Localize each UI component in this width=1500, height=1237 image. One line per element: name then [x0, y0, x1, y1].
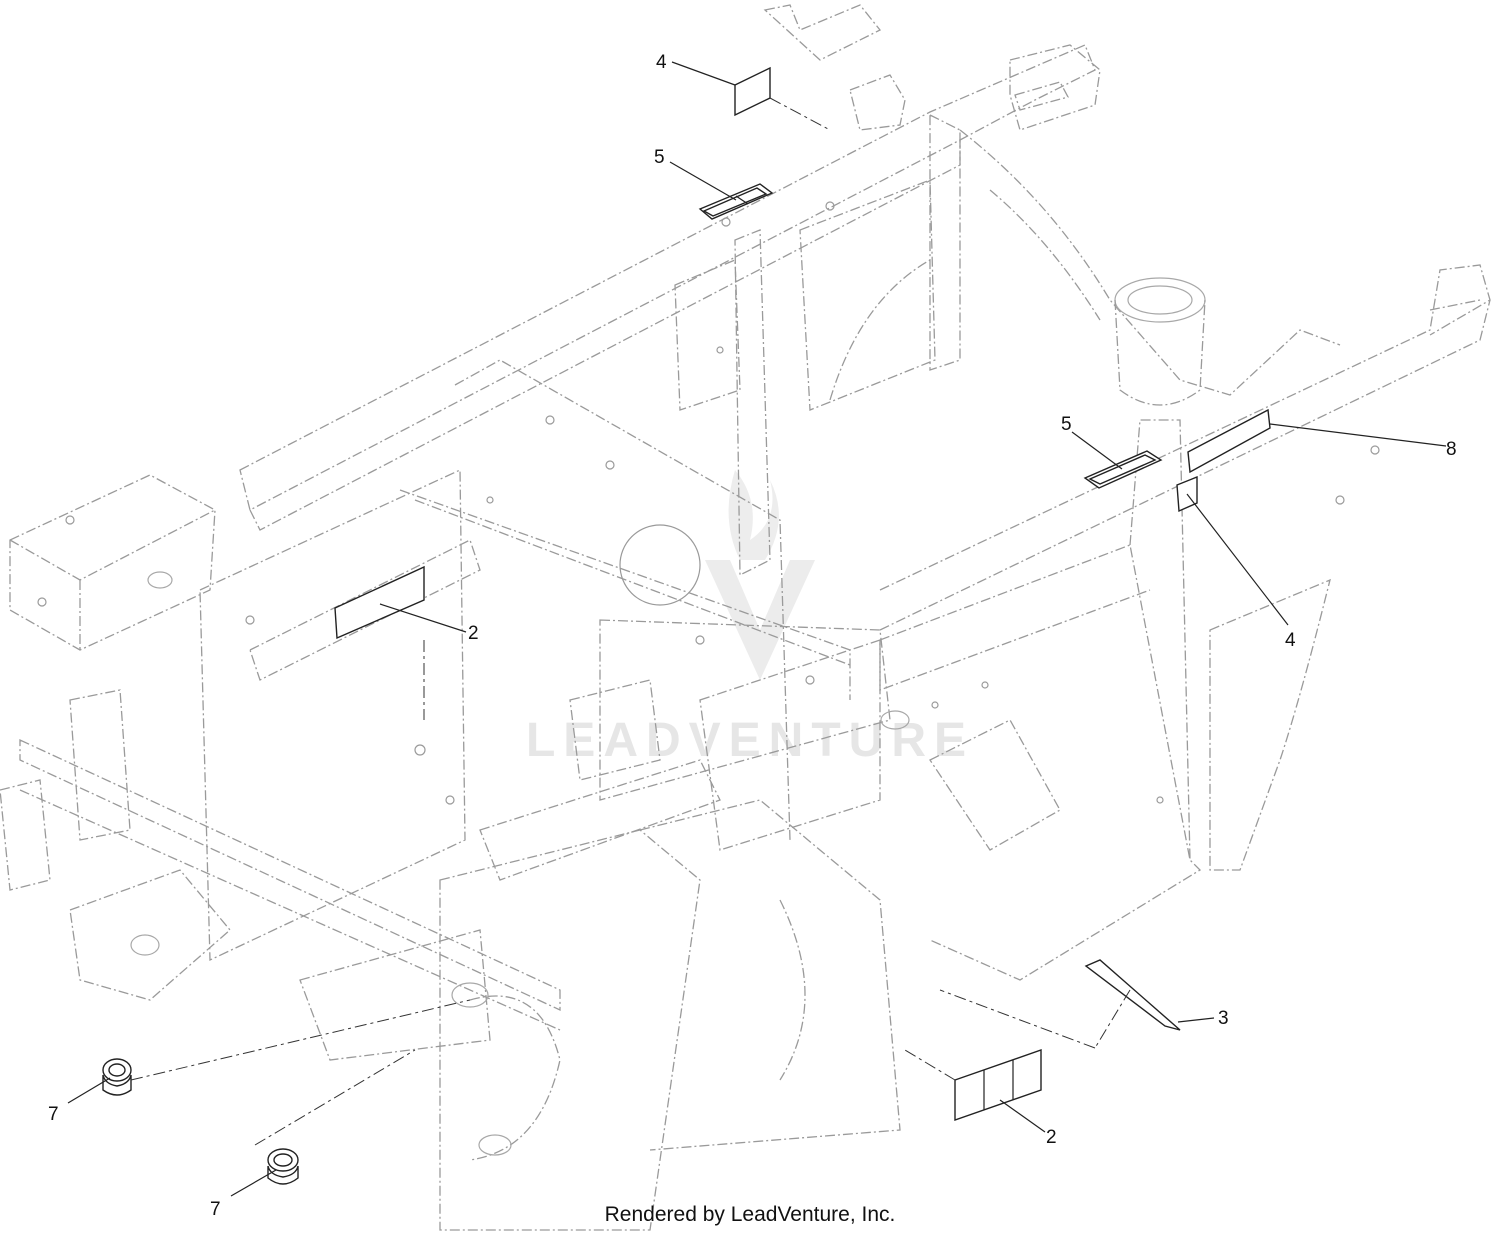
watermark-text: LEADVENTURE [526, 714, 974, 767]
callout-5-top: 5 [654, 147, 665, 168]
callout-7-lower: 7 [210, 1199, 221, 1220]
decal-4-right[interactable] [1176, 475, 1289, 626]
callout-4-right: 4 [1285, 630, 1296, 651]
callout-4-top: 4 [656, 52, 667, 73]
decal-5-right[interactable] [1071, 431, 1163, 489]
decal-2-bottom[interactable] [904, 1049, 1046, 1133]
decal-4-top[interactable] [671, 61, 831, 131]
bushing-7-upper[interactable] [67, 999, 471, 1104]
watermark: LEADVENTURE [526, 470, 974, 767]
callout-2-left: 2 [468, 623, 479, 644]
decal-5-top[interactable] [669, 161, 774, 220]
render-credit: Rendered by LeadVenture, Inc. [604, 1203, 896, 1226]
tractor-frame [0, 4, 1491, 1231]
callout-5-right: 5 [1061, 414, 1072, 435]
bushing-7-lower[interactable] [230, 1049, 416, 1197]
callout-7-upper: 7 [48, 1104, 59, 1125]
decal-2-left[interactable] [334, 565, 467, 720]
decal-3[interactable] [939, 959, 1215, 1049]
callout-3: 3 [1218, 1008, 1229, 1029]
callout-2-bottom: 2 [1046, 1127, 1057, 1148]
callout-8: 8 [1446, 439, 1457, 460]
decal-8[interactable] [1187, 408, 1447, 474]
